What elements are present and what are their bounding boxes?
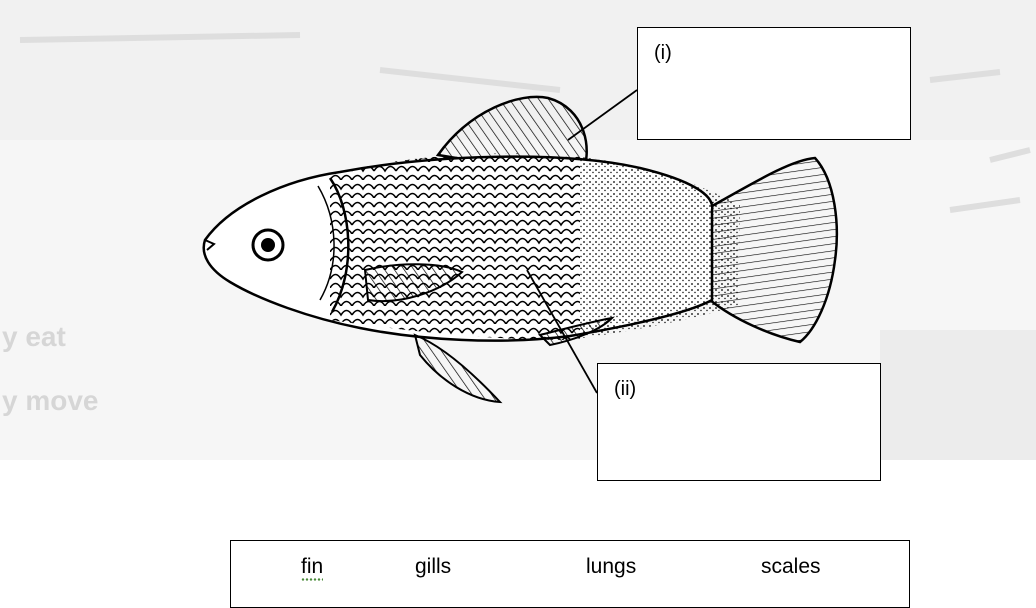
word-fin[interactable]: fin (301, 555, 323, 579)
word-gills[interactable]: gills (415, 555, 451, 579)
label-ii: (ii) (614, 378, 636, 401)
answer-box-i[interactable]: (i) (637, 27, 911, 140)
pelvic-fin (415, 335, 500, 402)
answer-box-ii[interactable]: (ii) (597, 363, 881, 481)
label-i: (i) (654, 42, 672, 65)
word-scales[interactable]: scales (761, 555, 821, 579)
pointer-line-i (568, 90, 637, 140)
word-bank: fin gills lungs scales (230, 540, 910, 608)
word-lungs[interactable]: lungs (586, 555, 636, 579)
